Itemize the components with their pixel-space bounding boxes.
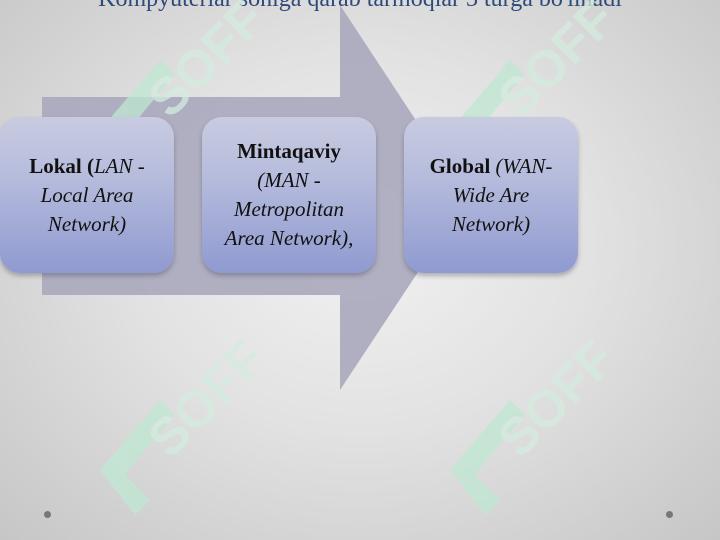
network-type-box-lan: Lokal (LAN - Local Area Network) xyxy=(0,117,174,273)
network-type-box-wan: Global (WAN- Wide Are Network) xyxy=(404,117,578,273)
slide-dot-left xyxy=(44,511,51,518)
box-detail-man: (MAN - Metropolitan Area Network), xyxy=(224,168,354,250)
box-detail-wan: (WAN- Wide Are Network) xyxy=(451,153,553,236)
box-heading-lan: Lokal ( xyxy=(29,153,94,178)
box-heading-man: Mintaqaviy xyxy=(237,139,341,163)
network-type-box-man: Mintaqaviy (MAN - Metropolitan Area Netwo… xyxy=(202,117,376,273)
box-heading-wan: Global xyxy=(429,153,491,178)
slide-title: Kompyuterlar soniga qarab tarmoqlar 3 tu… xyxy=(0,0,720,13)
box-detail-lan: LAN - Local Area Network) xyxy=(40,153,145,236)
slide-dot-right xyxy=(666,511,673,518)
